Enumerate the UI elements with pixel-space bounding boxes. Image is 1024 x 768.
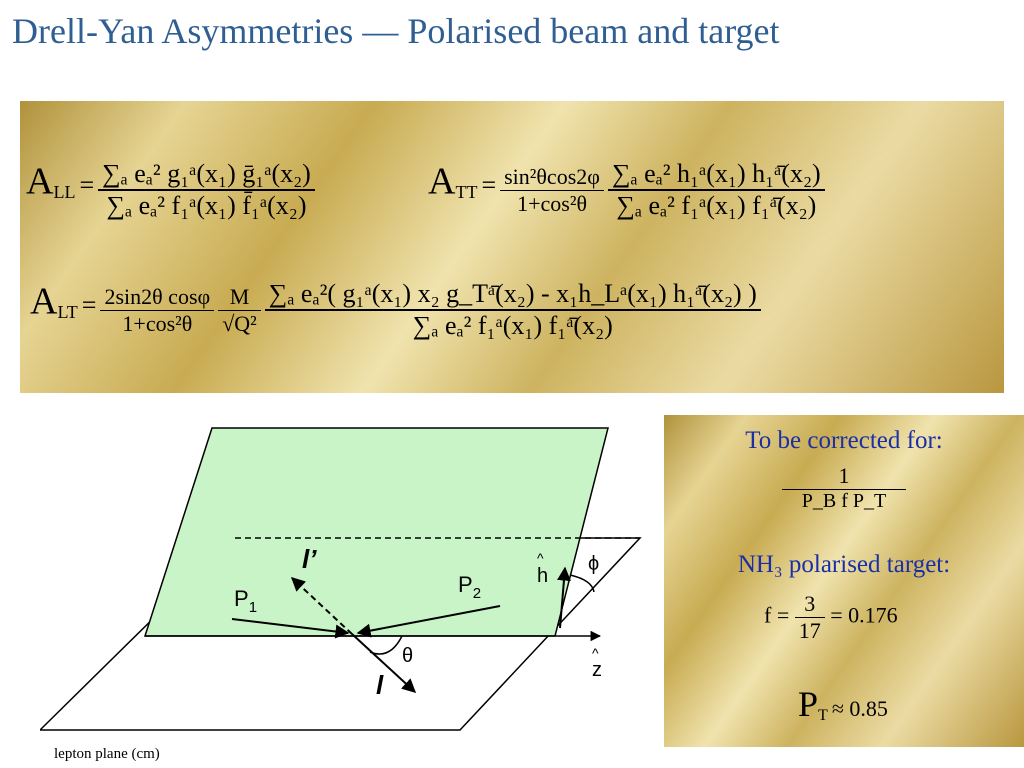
all-numerator: ∑ₐ eₐ² g₁ᵃ(x₁) ḡ₁ᵃ(x₂): [102, 159, 311, 188]
all-fraction: ∑ₐ eₐ² g₁ᵃ(x₁) ḡ₁ᵃ(x₂) ∑ₐ eₐ² f₁ᵃ(x₁) f̄…: [98, 159, 315, 221]
correction-panel: To be corrected for: 1 P_B f P_T NH₃ pol…: [664, 415, 1024, 747]
att-numerator: ∑ₐ eₐ² h₁ᵃ(x₁) h₁ᵃ̄(x₂): [611, 159, 821, 188]
p2-subscript: 2: [473, 585, 481, 602]
all-formula: ALL = ∑ₐ eₐ² g₁ᵃ(x₁) ḡ₁ᵃ(x₂) ∑ₐ eₐ² f₁ᵃ(…: [26, 159, 315, 221]
l-prime-label: l’: [302, 544, 317, 574]
all-denominator: ∑ₐ eₐ² f₁ᵃ(x₁) f̄₁ᵃ(x₂): [98, 189, 315, 221]
alt-denominator: ∑ₐ eₐ² f₁ᵃ(x₁) f₁ᵃ̄(x₂): [264, 309, 761, 341]
all-lhs: A: [26, 160, 54, 203]
alt-sub: LT: [57, 301, 78, 322]
phi-label: ϕ: [588, 553, 599, 575]
p1-letter: P: [234, 586, 249, 611]
corrected-label: To be corrected for:: [745, 427, 943, 454]
att-denominator: ∑ₐ eₐ² f₁ᵃ(x₁) f₁ᵃ̄(x₂): [607, 189, 825, 221]
correction-fraction: 1 P_B f P_T: [664, 463, 1024, 513]
hadron-plane: [143, 427, 609, 637]
p2-label: P2: [458, 572, 481, 602]
alt-equals: =: [81, 290, 97, 320]
f-lhs: f =: [764, 602, 790, 628]
att-pre-denominator: 1+cos²θ: [500, 189, 604, 217]
l-label: l: [376, 670, 384, 700]
att-prefactor: sin²θcos2φ 1+cos²θ: [500, 164, 604, 217]
att-fraction: ∑ₐ eₐ² h₁ᵃ(x₁) h₁ᵃ̄(x₂) ∑ₐ eₐ² f₁ᵃ(x₁) f…: [607, 159, 825, 221]
alt-prefactor: 2sin2θ cosφ 1+cos²θ: [100, 283, 215, 337]
f-rhs: = 0.176: [830, 602, 898, 628]
h-hat-caret: ^: [537, 550, 544, 566]
pt-rhs: ≈ 0.85: [831, 696, 888, 721]
f-denominator: 17: [794, 617, 825, 644]
alt-pre-denominator: 1+cos²θ: [100, 309, 215, 337]
f-numerator: 3: [804, 591, 816, 616]
page-title: Drell-Yan Asymmetries — Polarised beam a…: [12, 11, 780, 51]
z-hat-caret: ^: [592, 645, 599, 661]
p2-arrow: [356, 605, 501, 638]
p1-arrow: [231, 618, 350, 639]
f-frac: 3 17: [794, 591, 825, 644]
p2-letter: P: [458, 572, 473, 597]
theta-arc: [369, 635, 403, 655]
h-arrow: [556, 566, 571, 629]
target-polarisation: PT ≈ 0.85: [798, 683, 888, 725]
z-hat-label: z: [592, 659, 602, 681]
alt-formula: ALT = 2sin2θ cosφ 1+cos²θ M √Q² ∑ₐ eₐ²( …: [30, 279, 761, 341]
h-hat-label: h: [537, 565, 548, 587]
alt-pre-numerator: 2sin2θ cosφ: [104, 283, 211, 309]
p1-label: P1: [234, 586, 257, 616]
p1-subscript: 1: [249, 599, 257, 616]
att-pre-numerator: sin²θcos2φ: [504, 163, 600, 189]
formula-panel: ALL = ∑ₐ eₐ² g₁ᵃ(x₁) ḡ₁ᵃ(x₂) ∑ₐ eₐ² f₁ᵃ(…: [20, 101, 1004, 393]
theta-label: θ: [402, 645, 413, 667]
all-equals: =: [79, 170, 95, 200]
alt-lhs: A: [30, 280, 58, 323]
alt-m-denominator: √Q²: [218, 309, 261, 337]
correction-denominator: P_B f P_T: [781, 489, 907, 513]
lepton-plane-diagram: l’ l P1 P2 h ^ ϕ θ z ^ lepton plane (cm): [40, 427, 642, 762]
correction-numerator: 1: [838, 463, 850, 488]
att-sub: TT: [455, 181, 478, 202]
alt-numerator: ∑ₐ eₐ²( g₁ᵃ(x₁) x₂ g_Tᵃ̄(x₂) - x₁h_Lᵃ(x₁…: [268, 279, 757, 308]
all-sub: LL: [53, 181, 76, 202]
target-label: NH₃ polarised target:: [737, 551, 951, 578]
alt-m-numerator: M: [229, 283, 250, 309]
pt-lhs: P: [798, 684, 819, 724]
l-prime-arrow: [290, 577, 353, 635]
phi-arc: [569, 574, 595, 593]
alt-mass-factor: M √Q²: [218, 284, 261, 337]
pt-sub: T: [818, 707, 828, 725]
att-lhs: A: [428, 160, 456, 203]
alt-fraction: ∑ₐ eₐ²( g₁ᵃ(x₁) x₂ g_Tᵃ̄(x₂) - x₁h_Lᵃ(x₁…: [264, 279, 761, 341]
correction-frac: 1 P_B f P_T: [781, 463, 907, 513]
att-equals: =: [481, 170, 497, 200]
lepton-plane-label: lepton plane (cm): [54, 746, 160, 762]
att-formula: ATT = sin²θcos2φ 1+cos²θ ∑ₐ eₐ² h₁ᵃ(x₁) …: [428, 159, 825, 221]
l-arrow: [351, 633, 417, 693]
dilution-factor: f = 3 17 = 0.176: [764, 591, 898, 644]
